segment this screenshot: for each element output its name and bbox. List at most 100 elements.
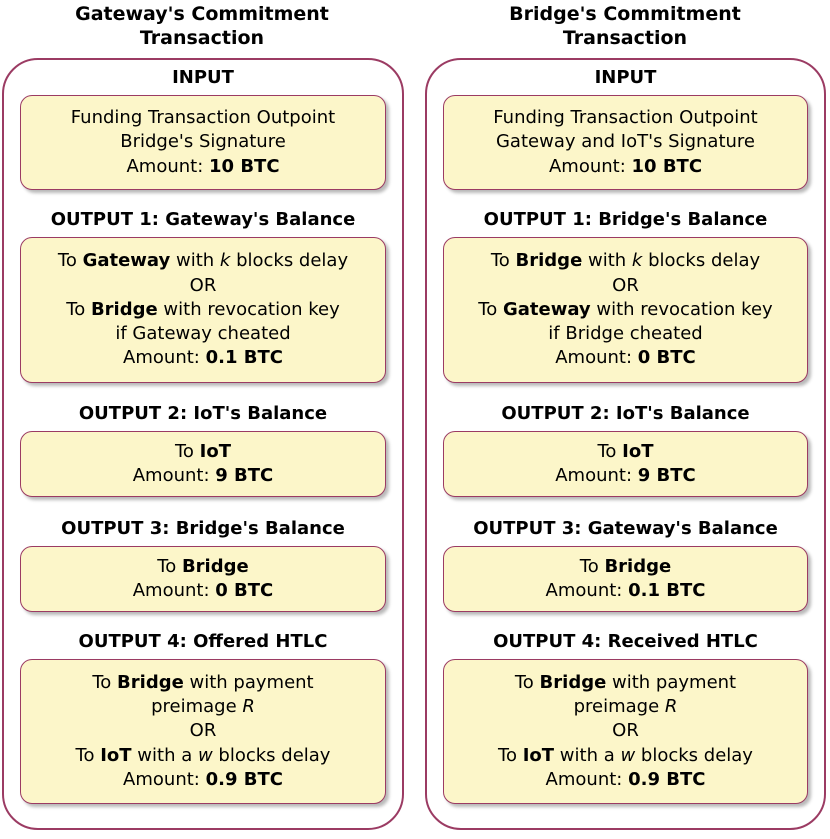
- emphasis-text: Bridge: [117, 671, 184, 693]
- box-line: To Gateway with k blocks delay: [21, 249, 385, 273]
- text-run: Bridge's Signature: [120, 131, 286, 153]
- output-3-heading: OUTPUT 3: Gateway's Balance: [473, 518, 778, 539]
- emphasis-text: 10 BTC: [209, 155, 280, 177]
- box-line: To IoT: [21, 440, 385, 464]
- text-run: To: [490, 250, 516, 272]
- right-panel-title: Bridge's Commitment Transaction: [424, 2, 826, 50]
- box-line: OR: [444, 274, 807, 298]
- text-run: with payment: [606, 671, 737, 693]
- box-line: OR: [21, 719, 385, 743]
- emphasis-text: 0.9 BTC: [205, 768, 283, 790]
- text-run: OR: [612, 274, 639, 296]
- box-line: if Gateway cheated: [21, 322, 385, 346]
- box-line: To Bridge with revocation key: [21, 298, 385, 322]
- left-panel-title: Gateway's Commitment Transaction: [2, 2, 402, 50]
- box-line: To Bridge: [444, 555, 807, 579]
- text-run: OR: [189, 274, 217, 296]
- text-run: Amount:: [555, 347, 638, 369]
- emphasis-text: 0 BTC: [637, 347, 696, 369]
- text-run: with: [170, 250, 220, 272]
- text-run: OR: [189, 720, 217, 742]
- box-line: Amount: 0.9 BTC: [444, 768, 807, 792]
- text-run: Amount:: [126, 155, 209, 177]
- box-line: Amount: 10 BTC: [444, 155, 807, 179]
- text-run: Funding Transaction Outpoint: [70, 107, 336, 129]
- box-line: Amount: 0 BTC: [21, 579, 385, 603]
- text-run: To: [174, 440, 200, 462]
- text-run: with a: [554, 744, 621, 766]
- box-line: Amount: 10 BTC: [21, 155, 385, 179]
- text-run: with a: [131, 744, 198, 766]
- output-3-heading: OUTPUT 3: Bridge's Balance: [61, 518, 345, 539]
- text-run: with: [582, 250, 632, 272]
- emphasis-text: Bridge: [515, 250, 583, 272]
- emphasis-text: 0.1 BTC: [205, 347, 283, 369]
- emphasis-text: IoT: [522, 744, 555, 766]
- emphasis-text: IoT: [622, 440, 654, 462]
- emphasis-text: 0.9 BTC: [628, 768, 706, 790]
- text-run: Gateway and IoT's Signature: [495, 131, 756, 153]
- box-line: To Gateway with revocation key: [444, 298, 807, 322]
- box-line: Amount: 0.1 BTC: [444, 579, 807, 603]
- text-run: To: [66, 298, 91, 320]
- text-run: if Gateway cheated: [115, 323, 291, 345]
- box-line: Amount: 0 BTC: [444, 346, 807, 370]
- output-1-heading: OUTPUT 1: Gateway's Balance: [50, 209, 356, 230]
- text-run: To: [597, 440, 623, 462]
- box-line: preimage R: [21, 695, 385, 719]
- box-line: Funding Transaction Outpoint: [444, 106, 807, 130]
- text-run: To: [92, 671, 118, 693]
- box-line: Amount: 9 BTC: [21, 464, 385, 488]
- text-run: blocks delay: [642, 250, 761, 272]
- box-line: To Bridge with payment: [21, 671, 385, 695]
- variable-text: k: [219, 250, 231, 272]
- box-line: To IoT: [444, 440, 807, 464]
- text-run: To: [157, 555, 182, 577]
- text-run: Amount:: [548, 155, 632, 177]
- text-run: Funding Transaction Outpoint: [493, 107, 758, 129]
- box-line: OR: [444, 719, 807, 743]
- box-line: Amount: 0.1 BTC: [21, 346, 385, 370]
- text-run: Amount:: [123, 768, 206, 790]
- text-run: with payment: [183, 671, 314, 693]
- box-line: To Bridge: [21, 555, 385, 579]
- box-line: Bridge's Signature: [21, 130, 385, 154]
- emphasis-text: 10 BTC: [631, 155, 703, 177]
- box-line: To Bridge with payment: [444, 671, 807, 695]
- box-line: Amount: 9 BTC: [444, 464, 807, 488]
- left-title-line-1: Gateway's Commitment: [75, 3, 329, 25]
- box-line: Gateway and IoT's Signature: [444, 130, 807, 154]
- text-run: preimage: [573, 696, 665, 718]
- text-run: blocks delay: [635, 744, 753, 766]
- box-line: To IoT with a w blocks delay: [21, 744, 385, 768]
- text-run: blocks delay: [212, 744, 331, 766]
- emphasis-text: Bridge: [90, 298, 158, 320]
- emphasis-text: Bridge: [181, 555, 249, 577]
- text-run: To: [57, 250, 83, 272]
- emphasis-text: Bridge: [604, 555, 672, 577]
- text-run: OR: [612, 720, 639, 742]
- text-run: blocks delay: [230, 250, 349, 272]
- output-4-heading: OUTPUT 4: Received HTLC: [493, 631, 758, 652]
- right-title-line-2: Transaction: [562, 27, 688, 49]
- text-run: Amount:: [545, 768, 629, 790]
- text-run: with revocation key: [590, 298, 773, 320]
- box-line: OR: [21, 274, 385, 298]
- variable-text: R: [242, 696, 255, 718]
- emphasis-text: 0 BTC: [215, 580, 274, 601]
- box-line: To Bridge with k blocks delay: [444, 249, 807, 273]
- variable-text: k: [631, 250, 643, 272]
- box-line: To IoT with a w blocks delay: [444, 744, 807, 768]
- text-run: Amount:: [555, 465, 638, 486]
- text-run: Amount:: [132, 580, 216, 601]
